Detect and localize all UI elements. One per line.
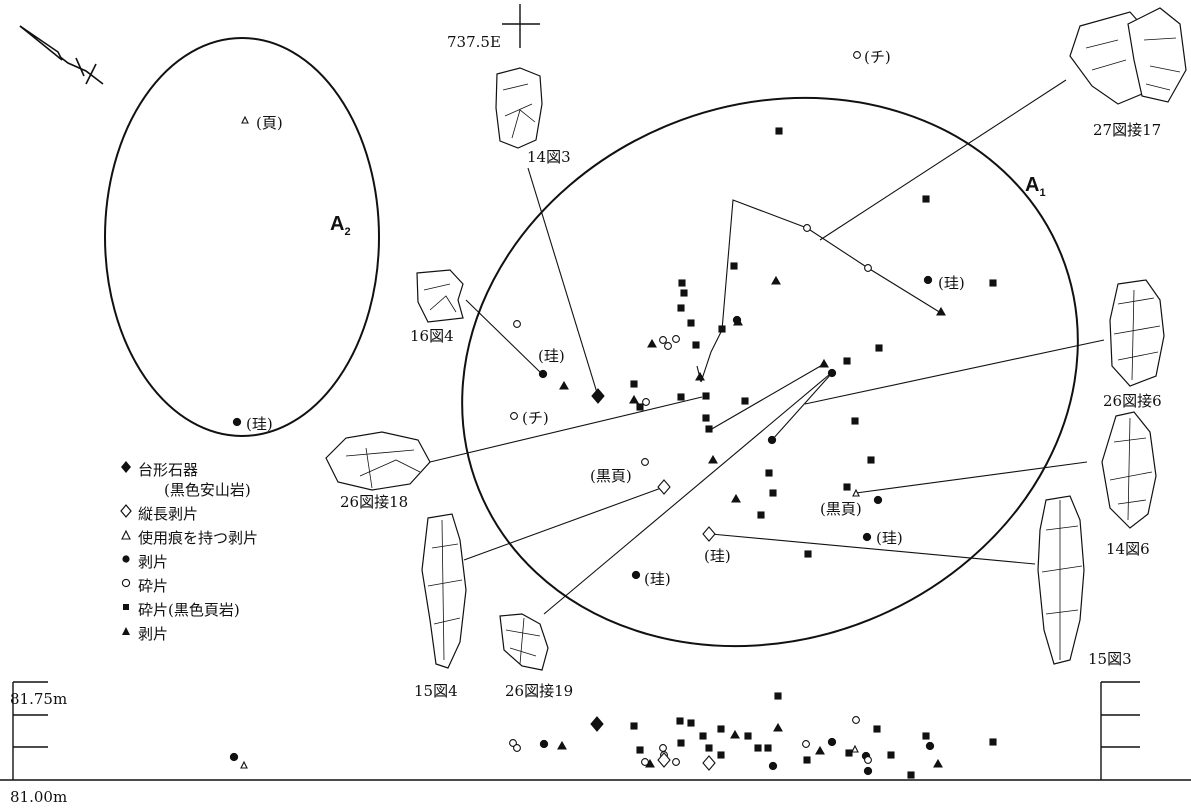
area-a1-boundary [461, 96, 1079, 648]
material-label: (頁) [256, 114, 283, 132]
open-diamond-icon [118, 504, 134, 522]
section-profile [0, 681, 1191, 781]
legend-item: 縦長剥片 [118, 501, 258, 525]
lithic-15-4 [421, 513, 467, 669]
material-label: (珪) [876, 529, 903, 547]
figure-label: 26図接18 [340, 493, 409, 511]
material-label: (珪) [246, 415, 273, 433]
figure-label: 26図接6 [1103, 392, 1162, 410]
material-label: (珪) [538, 347, 565, 365]
figure-label: 14図3 [527, 148, 571, 166]
legend-item: 剥片 [118, 549, 258, 573]
area-a2-label: A2 [330, 213, 351, 238]
section-points [229, 692, 997, 779]
artifact-points-open [241, 51, 872, 542]
section-points-open [240, 716, 872, 771]
filled-triangle-icon [118, 624, 134, 642]
open-triangle-icon [118, 528, 134, 546]
figure-label: 14図6 [1106, 540, 1150, 558]
material-label: (珪) [704, 547, 731, 565]
figure-label: 16図4 [410, 327, 454, 345]
north-arrow-icon [19, 25, 104, 85]
legend: 台形石器 (黒色安山岩) 縦長剥片 使用痕を持つ剥片 剥片 砕片 砕片(黒色頁岩… [118, 457, 258, 645]
figure-label: 26図接19 [505, 682, 574, 700]
lithic-27-17 [1069, 7, 1187, 105]
grid-cross-icon [502, 4, 540, 48]
lithic-14-6 [1101, 411, 1157, 529]
legend-label: 縦長剥片 [138, 504, 199, 523]
figure-label: 15図3 [1088, 650, 1132, 668]
material-label: (珪) [938, 274, 965, 292]
artifact-points [232, 127, 997, 580]
legend-item: 使用痕を持つ剥片 [118, 525, 258, 549]
legend-item: 剥片 [118, 621, 258, 645]
area-a2-boundary [104, 37, 380, 437]
area-a1-label: A1 [1025, 174, 1046, 199]
elevation-label-top: 81.75m [10, 690, 68, 708]
legend-label: 剥片 [138, 624, 169, 643]
legend-item: 砕片(黒色頁岩) [118, 597, 258, 621]
filled-diamond-icon [118, 460, 134, 478]
legend-label: (黒色安山岩) [164, 480, 251, 499]
figure-label: 27図接17 [1093, 121, 1162, 139]
material-label: (黒頁) [590, 467, 632, 485]
material-label: (珪) [644, 570, 671, 588]
lithic-15-3 [1037, 495, 1085, 665]
legend-label: 剥片 [138, 552, 169, 571]
lithic-16-4 [416, 269, 464, 323]
legend-label: 砕片 [138, 576, 169, 595]
filled-square-icon [118, 600, 134, 618]
lithic-26-18 [325, 431, 431, 491]
open-circle-icon [118, 576, 134, 594]
lithic-14-3 [495, 67, 543, 149]
filled-circle-icon [118, 552, 134, 570]
legend-label: 砕片(黒色頁岩) [138, 600, 240, 619]
material-label: (黒頁) [820, 500, 862, 518]
legend-label: 使用痕を持つ剥片 [138, 528, 259, 547]
elevation-label-bottom: 81.00m [10, 788, 68, 806]
lithic-drawings [325, 7, 1187, 671]
lithic-26-6 [1109, 279, 1165, 387]
legend-label: 台形石器 [138, 460, 199, 479]
grid-coordinate-label: 737.5E [447, 33, 501, 51]
lithic-26-19 [499, 613, 549, 671]
material-label: (チ) [522, 409, 549, 427]
refit-lines [429, 79, 1105, 615]
legend-item: 台形石器 [118, 457, 258, 481]
legend-item: 砕片 [118, 573, 258, 597]
material-label: (チ) [864, 48, 891, 66]
legend-item: (黒色安山岩) [118, 477, 258, 501]
figure-label: 15図4 [414, 682, 458, 700]
